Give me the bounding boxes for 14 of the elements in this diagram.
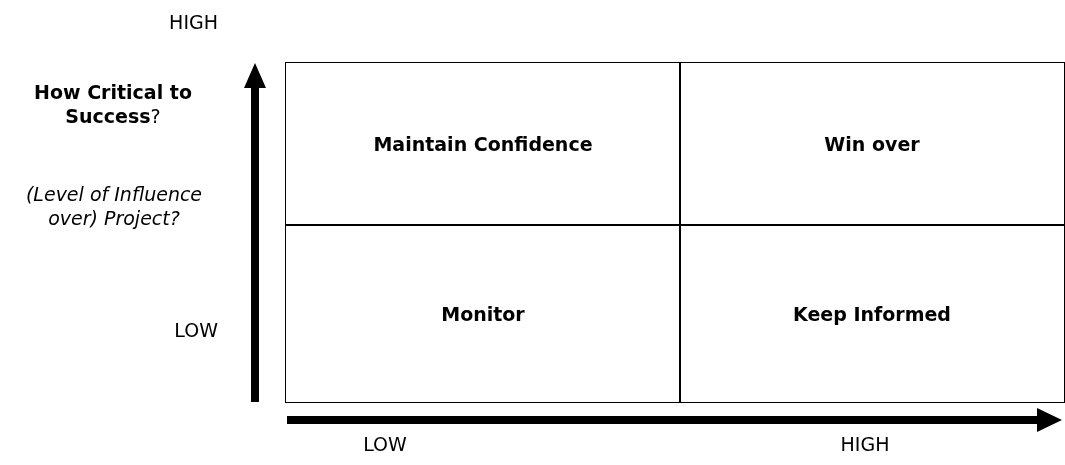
quadrant-box: [679, 62, 1065, 226]
quadrant-box: [285, 224, 681, 403]
axis-low-label: LOW: [173, 318, 218, 342]
quadrant-label: Win over: [824, 133, 920, 155]
quadrant-label: Maintain Confidence: [373, 133, 593, 155]
axis-subtitle: (Level of Influence over) Project?: [24, 182, 204, 230]
quadrant-box: [679, 224, 1065, 403]
axis-title: How Critical to Success?: [33, 80, 193, 128]
axis-high-label: HIGH: [839, 432, 891, 456]
quadrant-label: Keep Informed: [793, 302, 951, 325]
axis-low-label: LOW: [362, 432, 408, 456]
quadrant-box: [285, 62, 681, 226]
axis-high-label: HIGH: [168, 10, 218, 34]
quadrant-label: Monitor: [441, 302, 525, 325]
